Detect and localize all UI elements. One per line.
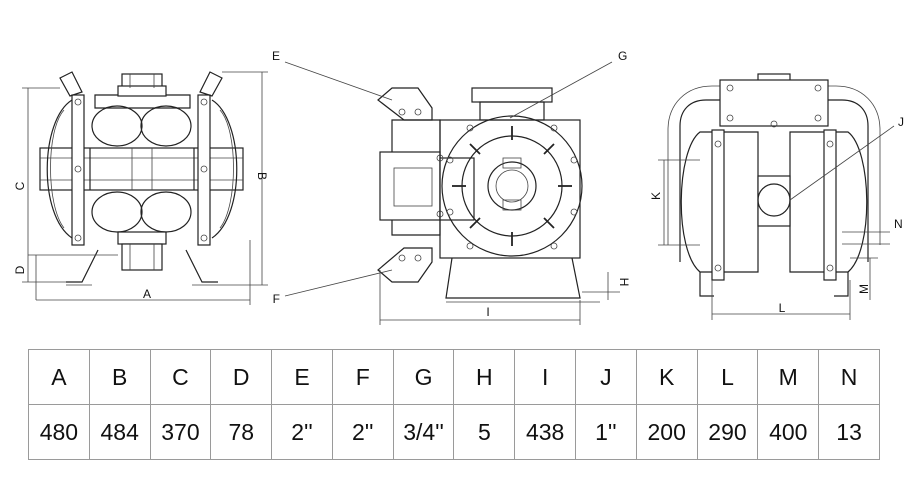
dim-label-k: K xyxy=(649,192,663,200)
dim-value-n: 13 xyxy=(818,404,880,460)
dim-label-n: N xyxy=(894,217,903,231)
pump-dimension-drawing: C D B A xyxy=(13,49,904,325)
dimensions-value-row: 480 484 370 78 2'' 2'' 3/4'' 5 438 1'' 2… xyxy=(28,404,880,460)
dim-label-l: L xyxy=(779,301,786,315)
dim-header-a: A xyxy=(28,349,90,405)
dim-header-f: F xyxy=(331,349,394,405)
dim-header-n: N xyxy=(818,349,880,405)
dim-value-d: 78 xyxy=(210,404,273,460)
dimensions-table: A B C D E F G H I J K L M N 480 484 370 … xyxy=(28,349,880,460)
dim-header-d: D xyxy=(210,349,273,405)
dim-value-e: 2'' xyxy=(271,404,333,460)
dim-label-h: H xyxy=(617,278,631,287)
dim-label-a: A xyxy=(143,287,151,301)
dim-header-e: E xyxy=(271,349,333,405)
dim-value-l: 290 xyxy=(696,404,759,460)
dim-header-i: I xyxy=(514,349,577,405)
dim-header-k: K xyxy=(635,349,698,405)
dim-header-m: M xyxy=(757,349,820,405)
dim-value-i: 438 xyxy=(514,404,577,460)
dim-label-g: G xyxy=(618,49,627,63)
dim-value-h: 5 xyxy=(453,404,516,460)
dim-value-f: 2'' xyxy=(331,404,394,460)
dim-label-e: E xyxy=(272,49,280,63)
dim-header-l: L xyxy=(696,349,759,405)
dim-value-j: 1'' xyxy=(575,404,637,460)
dim-header-c: C xyxy=(149,349,212,405)
dim-value-m: 400 xyxy=(757,404,820,460)
dim-label-i: I xyxy=(486,305,489,319)
dim-label-f: F xyxy=(273,292,280,306)
dim-header-g: G xyxy=(392,349,455,405)
side-view: E F G H I xyxy=(272,49,631,325)
dim-value-g: 3/4'' xyxy=(392,404,455,460)
dimensions-header-row: A B C D E F G H I J K L M N xyxy=(28,349,880,405)
dim-label-m: M xyxy=(857,284,871,294)
dim-header-j: J xyxy=(575,349,637,405)
rear-view: J K L M N xyxy=(649,73,904,320)
dim-label-b: B xyxy=(255,172,269,180)
dim-label-c: C xyxy=(13,181,27,190)
dim-value-c: 370 xyxy=(149,404,212,460)
dim-header-h: H xyxy=(453,349,516,405)
dim-label-j: J xyxy=(898,115,904,129)
dim-header-b: B xyxy=(88,349,151,405)
dim-label-d: D xyxy=(13,265,27,274)
dim-value-k: 200 xyxy=(635,404,698,460)
dim-value-b: 484 xyxy=(88,404,151,460)
front-view: C D B A xyxy=(13,71,269,305)
dim-value-a: 480 xyxy=(28,404,90,460)
